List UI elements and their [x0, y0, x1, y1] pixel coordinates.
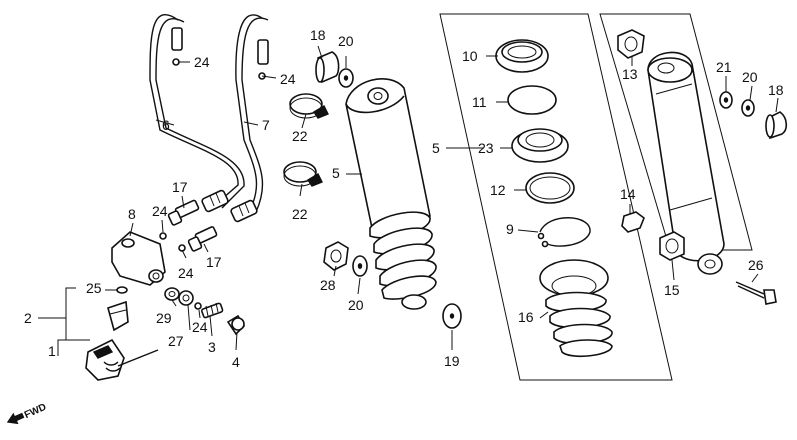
callout-20-right: 20	[742, 69, 758, 85]
callout-14: 14	[620, 186, 636, 202]
washer-24-lower	[194, 302, 202, 310]
callout-5-right: 5	[432, 140, 440, 156]
callout-17-upper: 17	[172, 179, 188, 195]
hose-7-fitting	[230, 199, 258, 223]
washer-11	[507, 85, 557, 115]
washer-20-upper	[338, 68, 354, 88]
callout-20-lower: 20	[348, 297, 364, 313]
bolt-26	[735, 281, 777, 305]
callout-8: 8	[128, 206, 136, 222]
callout-2: 2	[24, 310, 32, 326]
hose-clamp-22-upper	[289, 93, 329, 119]
circlip-9	[537, 217, 591, 248]
callout-24-top-right: 24	[280, 71, 296, 87]
callout-17-lower: 17	[206, 254, 222, 270]
reservoir-block-8	[111, 231, 166, 286]
washer-21	[719, 91, 733, 109]
callout-13: 13	[622, 66, 638, 82]
callout-25: 25	[86, 280, 102, 296]
bushing-13	[617, 29, 645, 59]
callout-16: 16	[518, 309, 534, 325]
remote-adjuster-1	[85, 338, 159, 381]
stopper-ring-12	[525, 172, 575, 204]
callout-29: 29	[156, 310, 172, 326]
plate-19	[442, 303, 462, 329]
shock-body-frame	[599, 13, 753, 251]
callout-11: 11	[472, 94, 487, 110]
callout-24-top-left: 24	[194, 54, 210, 70]
joint-2	[107, 300, 129, 332]
spring-16	[539, 259, 613, 358]
callout-3: 3	[208, 339, 216, 355]
cap-4	[226, 314, 246, 336]
hose-7	[235, 14, 269, 213]
nut-27	[178, 290, 194, 306]
callout-10: 10	[462, 48, 478, 64]
callout-6: 6	[162, 117, 170, 133]
bushing-18-upper	[315, 51, 340, 84]
callout-12: 12	[490, 182, 506, 198]
callout-9: 9	[506, 221, 514, 237]
hose-6-fitting	[201, 189, 229, 213]
bushing-28	[323, 241, 349, 271]
callout-24-mid: 24	[178, 265, 194, 281]
bushing-15	[659, 231, 685, 261]
callout-4: 4	[232, 354, 240, 370]
callout-22-upper: 22	[292, 128, 308, 144]
adjuster-nut-23	[511, 128, 569, 163]
shock-body-right	[647, 51, 725, 275]
washer-24-left	[159, 232, 167, 240]
spring-seat-10	[495, 39, 549, 73]
callout-28: 28	[320, 277, 336, 293]
callout-23: 23	[478, 140, 494, 156]
shock-assembly-frame	[439, 13, 673, 381]
bolt-3	[200, 302, 224, 319]
hose-6	[149, 13, 245, 209]
callout-19: 19	[444, 353, 460, 369]
callout-21: 21	[716, 59, 732, 75]
washer-20-lower	[352, 255, 368, 277]
callout-24-left: 24	[152, 203, 168, 219]
banjo-bolt-17-lower	[187, 226, 218, 252]
banjo-bolt-17-upper	[167, 199, 200, 226]
forward-arrow: FWD	[6, 402, 48, 425]
callout-24-lower: 24	[192, 319, 208, 335]
callout-26: 26	[748, 257, 764, 273]
collar-14	[621, 211, 645, 233]
bushing-18-right	[765, 111, 788, 140]
leader-lines	[38, 45, 779, 356]
callout-15: 15	[664, 282, 680, 298]
callout-22-lower: 22	[292, 206, 308, 222]
callout-7: 7	[262, 117, 270, 133]
callout-27: 27	[168, 333, 184, 349]
forward-label: FWD	[23, 402, 48, 421]
washer-20-right	[741, 99, 755, 117]
callout-20-upper: 20	[338, 33, 354, 49]
nut-29	[164, 287, 180, 301]
shock-absorber-5	[345, 78, 437, 310]
callout-1: 1	[48, 343, 56, 359]
hose-clamp-22-lower	[283, 161, 323, 187]
callout-18-upper: 18	[310, 27, 326, 43]
o-ring-25	[116, 286, 128, 294]
callout-18-right: 18	[768, 82, 784, 98]
callout-5-left: 5	[332, 165, 340, 181]
